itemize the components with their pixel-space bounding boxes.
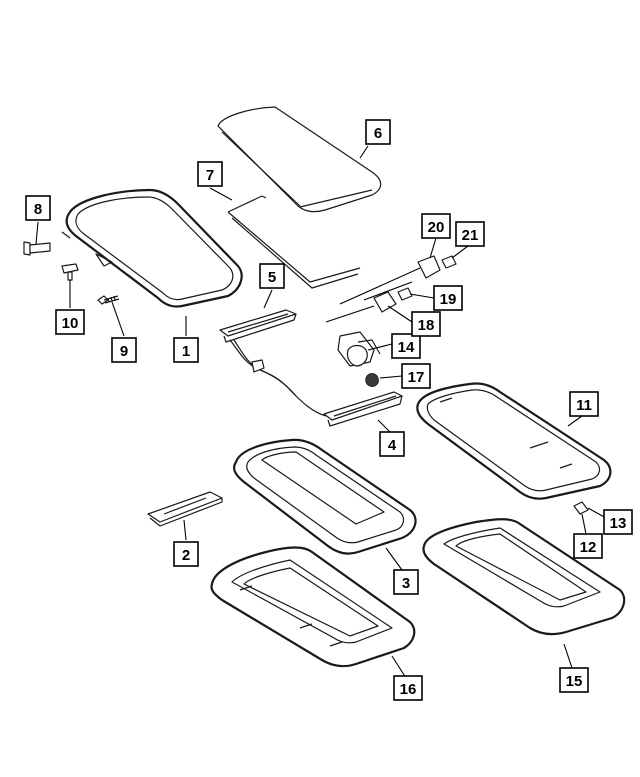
part-seal-strip	[227, 195, 361, 289]
callout-label-5: 5	[268, 269, 276, 286]
callout-5: 5	[259, 263, 285, 289]
callout-label-14: 14	[398, 339, 415, 356]
callout-4: 4	[379, 431, 405, 457]
callout-1: 1	[173, 337, 199, 363]
part-screw-9	[97, 295, 120, 305]
callout-label-16: 16	[400, 681, 417, 698]
callout-label-21: 21	[462, 227, 479, 244]
callout-label-2: 2	[182, 547, 190, 564]
callout-label-9: 9	[120, 343, 128, 360]
part-bushing-21	[441, 255, 457, 269]
part-glass-panel	[217, 106, 382, 213]
part-clip-10	[61, 263, 79, 281]
part-switch-bezel	[147, 491, 223, 527]
callout-17: 17	[401, 363, 431, 389]
part-bushing-19	[397, 287, 413, 301]
callout-14: 14	[391, 333, 421, 359]
part-bracket-20	[417, 255, 441, 279]
callout-label-3: 3	[402, 575, 410, 592]
callout-label-13: 13	[610, 515, 627, 532]
callout-label-7: 7	[206, 167, 214, 184]
part-pin-8	[23, 241, 51, 256]
callout-9: 9	[111, 337, 137, 363]
callout-label-11: 11	[576, 397, 592, 414]
callout-20: 20	[421, 213, 451, 239]
callout-16: 16	[393, 675, 423, 701]
callout-15: 15	[559, 667, 589, 693]
part-housing-16	[210, 546, 416, 668]
callout-label-19: 19	[440, 291, 457, 308]
part-housing-15	[422, 518, 626, 636]
callout-13: 13	[603, 509, 633, 535]
callout-6: 6	[365, 119, 391, 145]
part-frame-11	[416, 382, 612, 500]
motor-link-lines	[325, 267, 421, 323]
part-clip-12	[573, 501, 589, 515]
callout-label-20: 20	[428, 219, 445, 236]
callout-18: 18	[411, 311, 441, 337]
part-glass-frame	[61, 188, 243, 308]
part-drive-cable	[229, 339, 327, 417]
callout-label-10: 10	[62, 315, 79, 332]
part-frame-3	[233, 438, 417, 555]
callout-19: 19	[433, 285, 463, 311]
part-motor-14	[337, 331, 381, 367]
callout-label-17: 17	[408, 369, 425, 386]
callout-10: 10	[55, 309, 85, 335]
callout-label-6: 6	[374, 125, 382, 142]
part-gear-17	[365, 373, 379, 387]
callout-label-18: 18	[418, 317, 435, 334]
callout-label-1: 1	[182, 343, 190, 360]
part-bracket-18	[373, 291, 397, 313]
callout-label-8: 8	[34, 201, 42, 218]
part-guide-rail-5	[219, 309, 297, 343]
callout-label-15: 15	[566, 673, 583, 690]
callout-8: 8	[25, 195, 51, 221]
leader-lines	[35, 145, 607, 679]
callout-12: 12	[573, 533, 603, 559]
callout-label-12: 12	[580, 539, 597, 556]
callout-21: 21	[455, 221, 485, 247]
callout-label-4: 4	[388, 437, 397, 454]
callout-7: 7	[197, 161, 223, 187]
callout-3: 3	[393, 569, 419, 595]
part-guide-rail-4	[323, 391, 403, 427]
callout-2: 2	[173, 541, 199, 567]
callout-11: 11	[569, 391, 599, 417]
